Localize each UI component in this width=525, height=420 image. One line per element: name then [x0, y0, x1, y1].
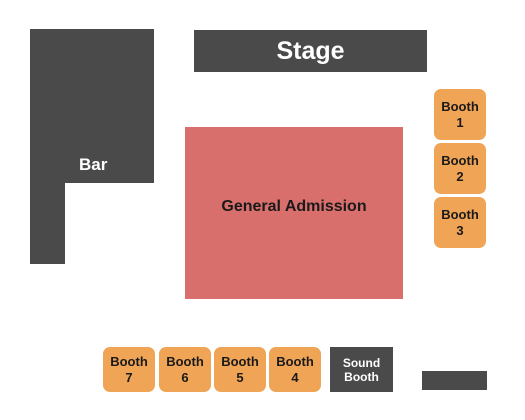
booth-7-number: 7	[125, 369, 133, 385]
booth-7-label: Booth	[110, 353, 148, 369]
unlabeled-dark-area	[422, 371, 487, 390]
booth-5-label: Booth	[221, 353, 259, 369]
booth-7[interactable]: Booth 7	[103, 347, 155, 392]
booth-4-number: 4	[291, 369, 299, 385]
booth-1[interactable]: Booth 1	[434, 89, 486, 140]
booth-6-label: Booth	[166, 353, 204, 369]
general-admission-label: General Admission	[221, 198, 367, 215]
general-admission-section[interactable]: General Admission	[185, 127, 403, 299]
stage-label: Stage	[276, 36, 345, 65]
booth-2[interactable]: Booth 2	[434, 143, 486, 194]
booth-6-number: 6	[181, 369, 189, 385]
stage-area: Stage	[194, 30, 427, 72]
booth-2-number: 2	[456, 168, 464, 184]
booth-1-label: Booth	[441, 98, 479, 114]
sound-booth-label-line1: Sound	[342, 355, 381, 370]
booth-3[interactable]: Booth 3	[434, 197, 486, 248]
booth-1-number: 1	[456, 114, 464, 130]
bar-area[interactable]	[30, 29, 154, 183]
booth-2-label: Booth	[441, 152, 479, 168]
booth-6[interactable]: Booth 6	[159, 347, 211, 392]
booth-4[interactable]: Booth 4	[269, 347, 321, 392]
booth-5-number: 5	[236, 369, 244, 385]
booth-4-label: Booth	[276, 353, 314, 369]
bar-label: Bar	[79, 155, 108, 174]
bar-area-extension[interactable]	[30, 180, 65, 264]
booth-3-number: 3	[456, 222, 464, 238]
sound-booth: Sound Booth	[330, 347, 393, 392]
sound-booth-label-line2: Booth	[344, 369, 379, 384]
booth-5[interactable]: Booth 5	[214, 347, 266, 392]
booth-3-label: Booth	[441, 206, 479, 222]
